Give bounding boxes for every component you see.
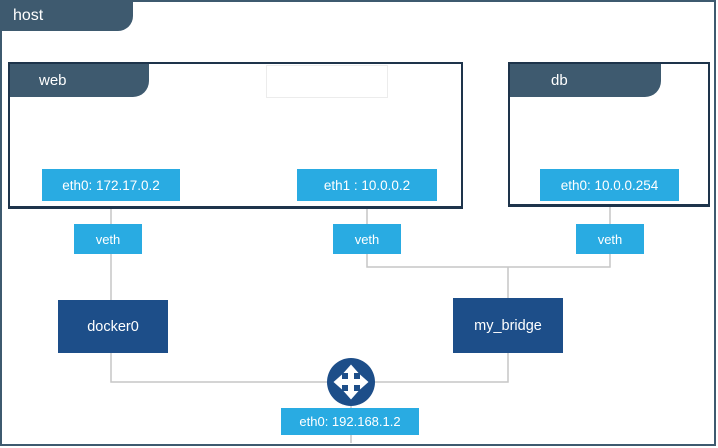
bridge-label: my_bridge [474,317,542,334]
interface-label: eth0: 172.17.0.2 [62,177,160,193]
veth-label: veth [95,231,121,247]
veth-label: veth [597,231,623,247]
bridge-docker0: docker0 [58,300,168,353]
container-tab-web: web [10,64,149,97]
veth-chip-3: veth [576,224,644,254]
host-interface-chip: eth0: 192.168.1.2 [281,408,419,435]
host-tab: host [0,0,133,31]
interface-chip-db-eth0: eth0: 10.0.0.254 [540,169,679,201]
interface-label: eth1 : 10.0.0.2 [323,177,411,193]
container-tab-db: db [510,64,661,97]
interface-label: eth0: 10.0.0.254 [560,177,659,193]
container-label-db: db [551,72,568,89]
host-label: host [13,6,44,24]
interface-label: eth0: 192.168.1.2 [299,414,401,429]
interface-chip-web-eth0: eth0: 172.17.0.2 [42,169,180,201]
blank-overlay-box [266,65,388,98]
veth-chip-2: veth [333,224,401,254]
interface-chip-web-eth1: eth1 : 10.0.0.2 [297,169,437,201]
bridge-my-bridge: my_bridge [453,298,563,353]
container-label-web: web [39,72,67,89]
veth-label: veth [354,231,380,247]
veth-chip-1: veth [74,224,142,254]
router-icon [327,358,375,406]
bridge-label: docker0 [87,318,139,335]
